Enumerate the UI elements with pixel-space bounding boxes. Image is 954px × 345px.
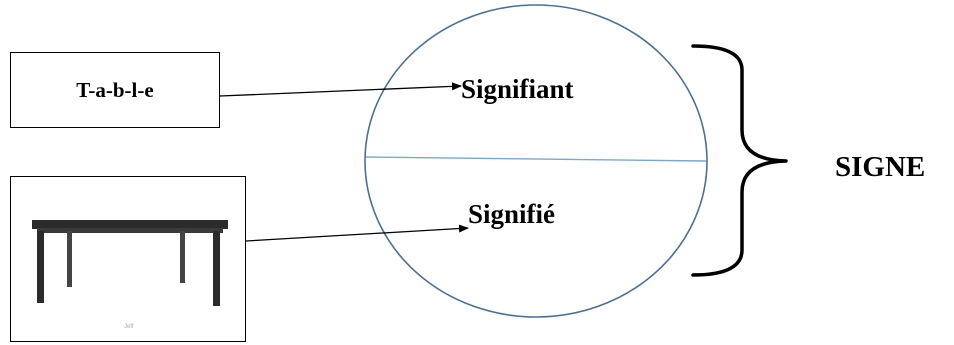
signe-label: SIGNE bbox=[835, 151, 926, 183]
table-leg-front-right bbox=[213, 231, 220, 306]
image-caption: Jeff bbox=[124, 324, 134, 330]
table-leg-back-right bbox=[180, 231, 185, 283]
circle-divider bbox=[365, 156, 707, 162]
table-leg-front-left bbox=[37, 231, 44, 303]
arrow-image-to-signifie bbox=[245, 224, 469, 242]
table-image-frame: Jeff bbox=[10, 176, 246, 342]
signe-brace bbox=[691, 44, 788, 277]
signifie-label: Signifié bbox=[468, 199, 556, 229]
sign-circle bbox=[364, 4, 708, 318]
word-box: T-a-b-l-e bbox=[10, 52, 220, 128]
table-leg-back-left bbox=[67, 231, 72, 287]
table-apron bbox=[37, 228, 223, 233]
table-picture: Jeff bbox=[32, 220, 228, 330]
word-text: T-a-b-l-e bbox=[76, 77, 154, 102]
arrow-word-to-signifiant bbox=[219, 82, 462, 97]
table-top bbox=[32, 220, 228, 229]
signifiant-label: Signifiant bbox=[461, 74, 574, 104]
